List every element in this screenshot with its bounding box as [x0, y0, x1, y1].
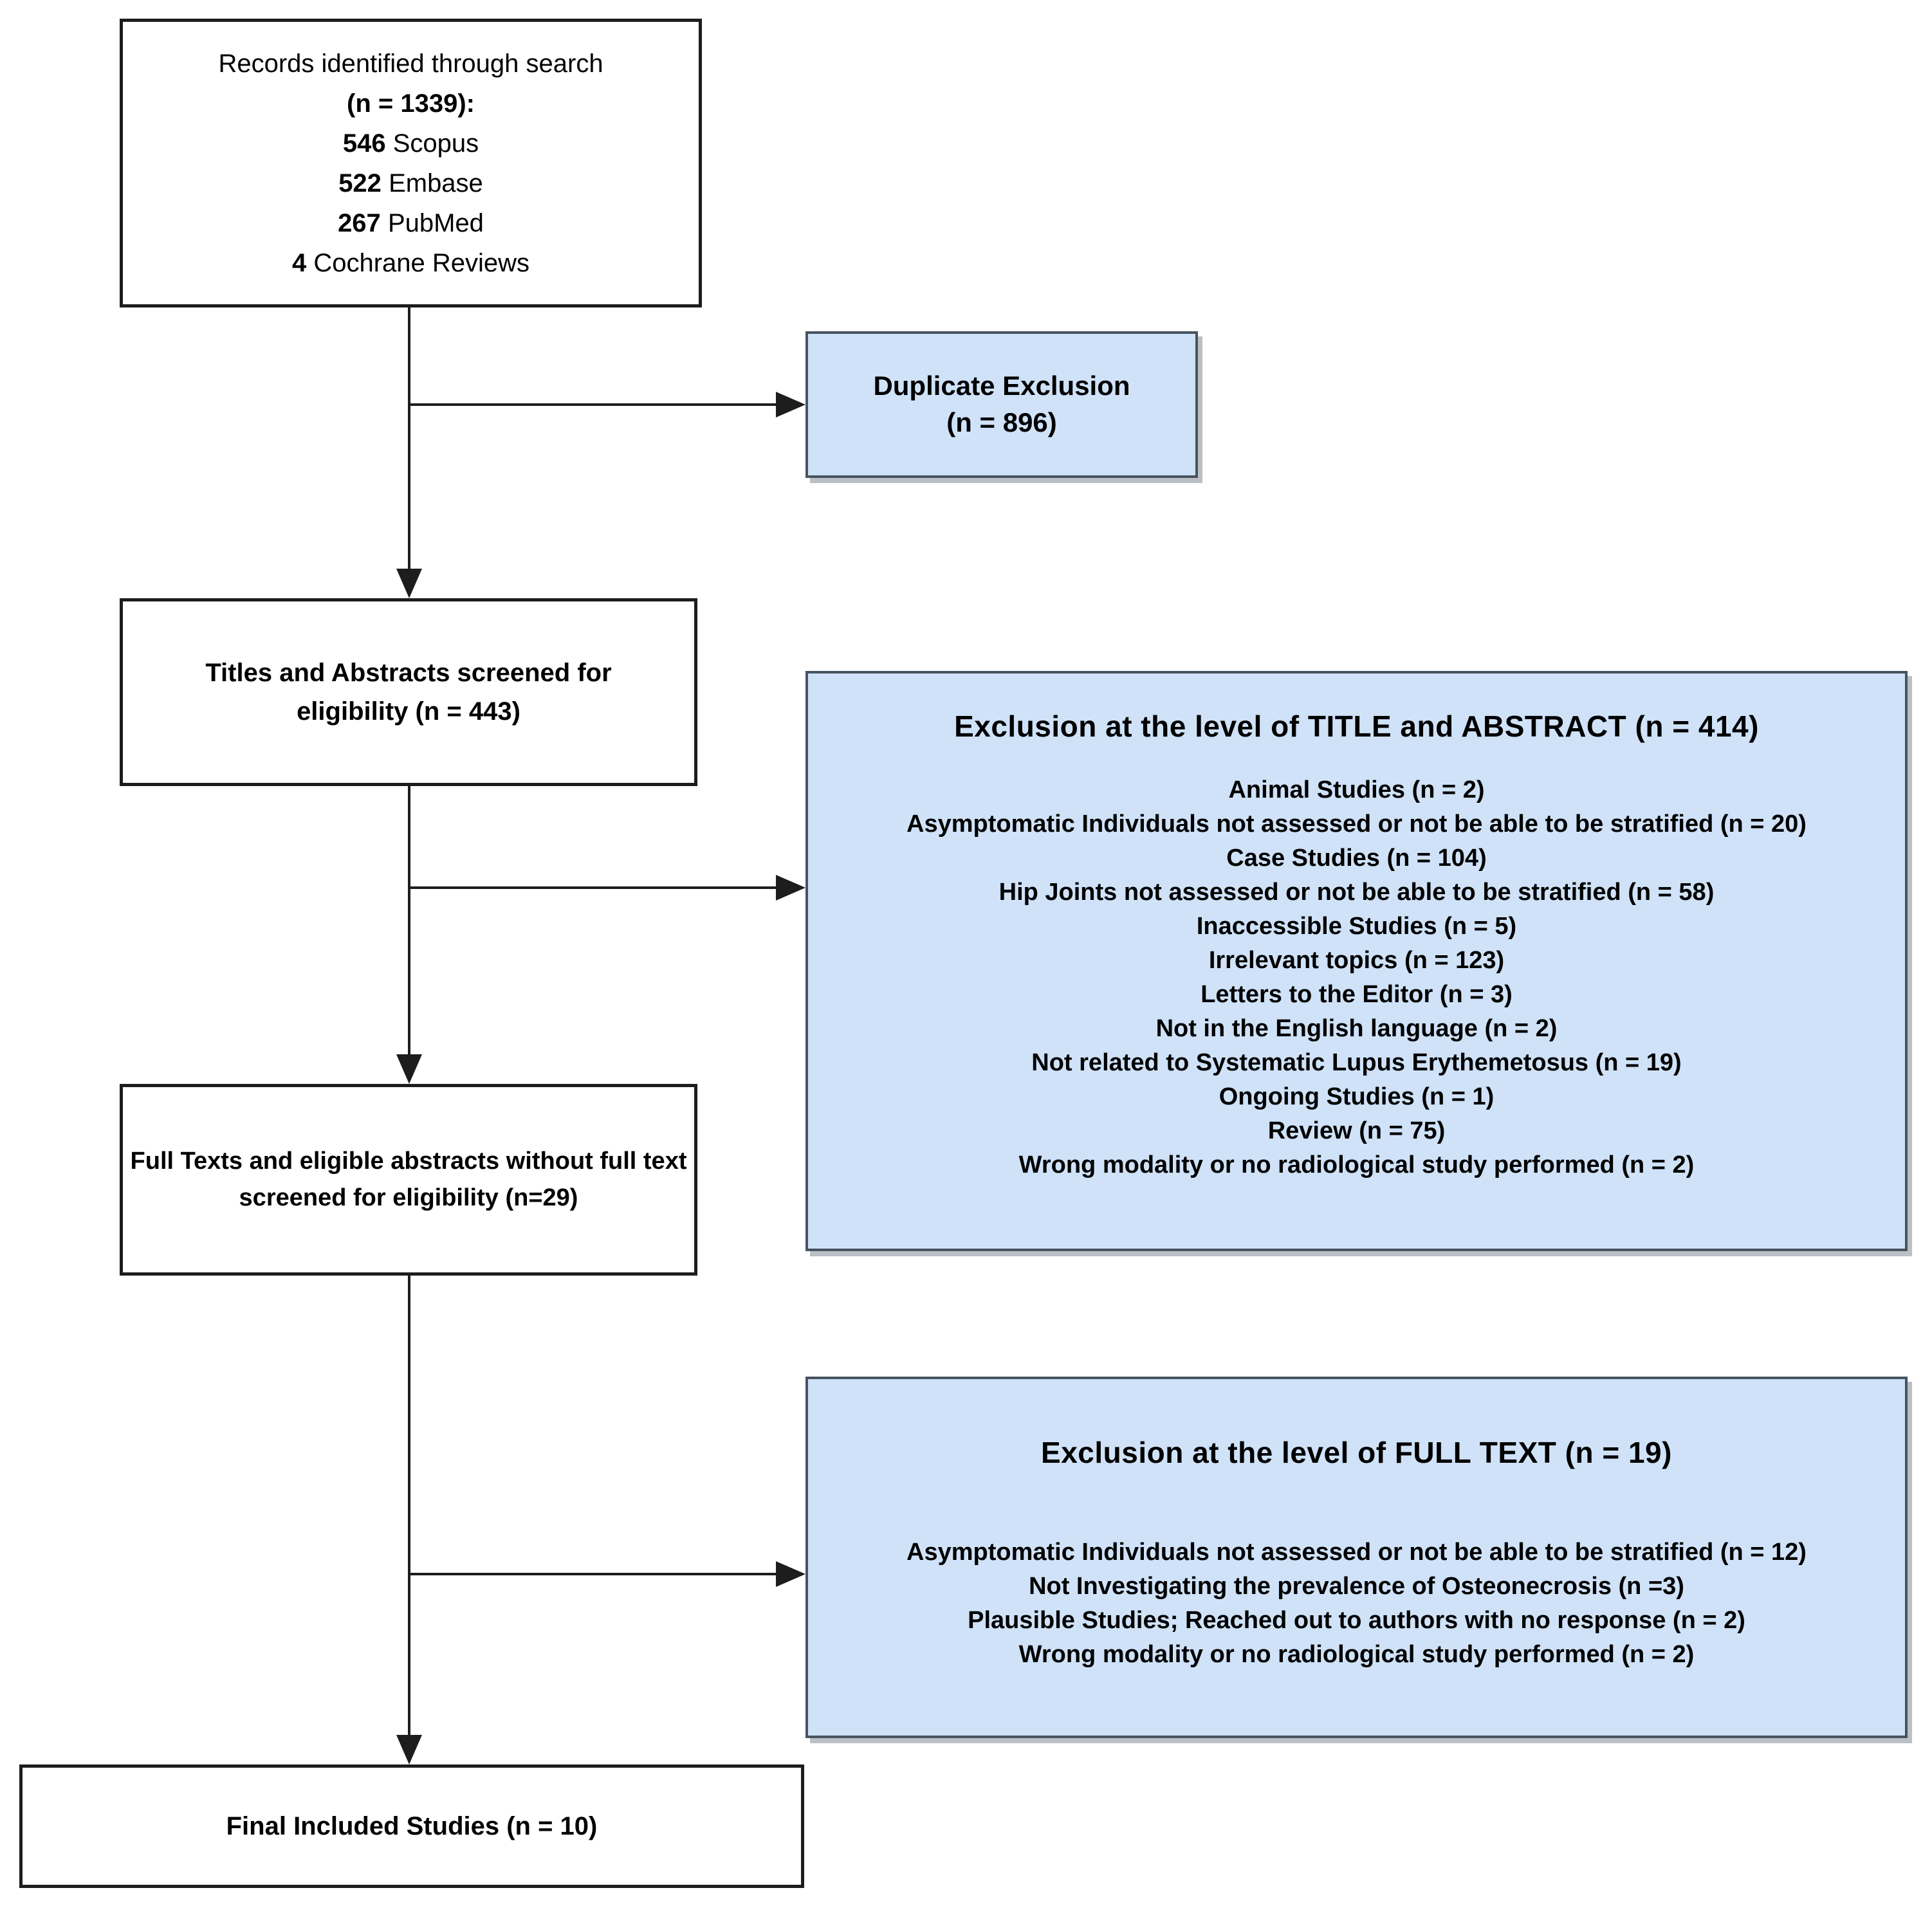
exclusion-item: Plausible Studies; Reached out to author… [968, 1606, 1745, 1634]
source-count: 546 [342, 129, 386, 158]
source-name: PubMed [387, 208, 484, 237]
connector-to-duplicate-exclusion [409, 403, 777, 406]
exclusion-item: Not Investigating the prevalence of Oste… [1029, 1572, 1684, 1600]
exclusion-item: Asymptomatic Individuals not assessed or… [906, 1538, 1807, 1566]
exclusion-title-abstract-list: Animal Studies (n = 2) Asymptomatic Indi… [906, 773, 1807, 1182]
titles-abstracts-screened-text: Titles and Abstracts screened for eligib… [205, 659, 612, 726]
exclusion-item: Asymptomatic Individuals not assessed or… [906, 810, 1807, 838]
source-name: Scopus [392, 129, 479, 158]
exclusion-item: Wrong modality or no radiological study … [1018, 1151, 1695, 1178]
exclusion-full-text-heading: Exclusion at the level of FULL TEXT (n =… [1041, 1436, 1672, 1469]
source-name: Embase [389, 169, 483, 197]
records-title: Records identified through search [218, 49, 603, 78]
exclusion-full-text-box: Exclusion at the level of FULL TEXT (n =… [805, 1377, 1908, 1738]
duplicate-exclusion-count: (n = 896) [946, 407, 1057, 437]
exclusion-item: Irrelevant topics (n = 123) [1208, 946, 1505, 974]
connector-fulltext-to-final [408, 1276, 410, 1736]
duplicate-exclusion-box: Duplicate Exclusion (n = 896) [805, 331, 1198, 478]
connector-records-to-screening [408, 307, 410, 573]
full-text-screened-text: Full Texts and eligible abstracts withou… [130, 1148, 687, 1211]
exclusion-item: Not related to Systematic Lupus Erytheme… [1031, 1049, 1682, 1076]
exclusion-item: Inaccessible Studies (n = 5) [1196, 912, 1517, 940]
exclusion-full-text-list: Asymptomatic Individuals not assessed or… [906, 1535, 1807, 1672]
connector-screening-to-fulltext [408, 786, 410, 1055]
exclusion-item: Hip Joints not assessed or not be able t… [998, 878, 1715, 906]
source-count: 4 [291, 248, 307, 277]
connector-to-title-abstract-exclusion [409, 886, 777, 889]
records-source-embase: 522 Embase [338, 163, 483, 203]
records-source-scopus: 546 Scopus [343, 124, 479, 163]
source-count: 522 [338, 169, 382, 197]
source-name: Cochrane Reviews [313, 248, 530, 277]
arrowhead-right-icon [776, 1561, 805, 1587]
arrowhead-down-icon [396, 1054, 422, 1084]
full-text-screened-box: Full Texts and eligible abstracts withou… [120, 1084, 697, 1276]
exclusion-item: Letters to the Editor (n = 3) [1201, 980, 1513, 1008]
exclusion-title-abstract-heading: Exclusion at the level of TITLE and ABST… [954, 710, 1759, 743]
arrowhead-down-icon [396, 569, 422, 598]
connector-to-full-text-exclusion [409, 1573, 777, 1575]
exclusion-title-abstract-box: Exclusion at the level of TITLE and ABST… [805, 671, 1908, 1251]
titles-abstracts-screened-box: Titles and Abstracts screened for eligib… [120, 598, 697, 786]
exclusion-item: Review (n = 75) [1267, 1117, 1446, 1144]
arrowhead-down-icon [396, 1735, 422, 1764]
records-identified-box: Records identified through search (n = 1… [120, 19, 702, 307]
exclusion-item: Animal Studies (n = 2) [1228, 776, 1485, 803]
exclusion-item: Not in the English language (n = 2) [1155, 1014, 1558, 1042]
final-included-box: Final Included Studies (n = 10) [19, 1764, 804, 1888]
arrowhead-right-icon [776, 875, 805, 901]
exclusion-item: Case Studies (n = 104) [1226, 844, 1487, 872]
records-source-pubmed: 267 PubMed [338, 203, 484, 243]
arrowhead-right-icon [776, 392, 805, 417]
final-included-text: Final Included Studies (n = 10) [226, 1812, 598, 1840]
source-count: 267 [338, 208, 381, 237]
records-n-line: (n = 1339): [347, 89, 475, 118]
exclusion-item: Ongoing Studies (n = 1) [1219, 1083, 1495, 1110]
duplicate-exclusion-title: Duplicate Exclusion [873, 371, 1130, 401]
records-source-cochrane: 4 Cochrane Reviews [292, 243, 529, 283]
exclusion-item: Wrong modality or no radiological study … [1018, 1640, 1695, 1668]
